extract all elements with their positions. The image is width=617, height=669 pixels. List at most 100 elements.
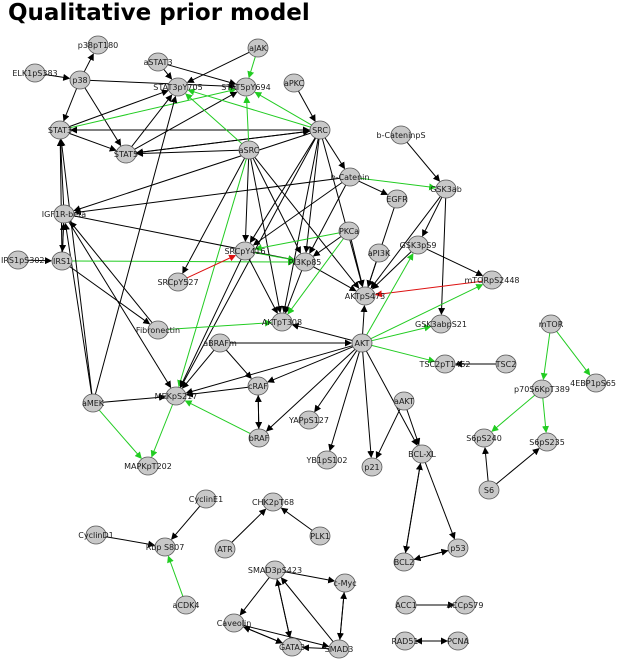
node-SRCpY527: SRCpY527: [157, 272, 199, 292]
edge-mTORpS2448-to-AKTpS473: [374, 280, 483, 298]
node-circle: [137, 456, 159, 476]
edge-mTOR-to-4EBP1pS65: [556, 331, 591, 376]
node-MAPKpT202: MAPKpT202: [124, 456, 172, 476]
node-circle: [283, 73, 305, 93]
node-circle: [435, 179, 457, 199]
edge-Caveolin-to-SMAD3: [243, 624, 330, 649]
node-circle: [24, 63, 46, 83]
node-label: PKCa: [339, 227, 359, 236]
node-circle: [395, 595, 417, 615]
node-circle: [309, 120, 331, 140]
edge-aSRC-to-AKTpT308: [250, 158, 283, 314]
node-SMAD3: SMAD3: [325, 639, 353, 659]
edge-mTOR-to-p70S6KpT389: [540, 332, 551, 381]
node-S6pS240: S6pS240: [466, 428, 502, 448]
node-GSK3ab: GSK3ab: [430, 179, 462, 199]
node-label: IRS1pS302: [1, 256, 45, 265]
node-label: GSK3abpS21: [415, 320, 467, 329]
edge-IRS1-to-STAT3: [56, 139, 64, 253]
node-circle: [69, 70, 91, 90]
edge-SRC-to-SRCpY416: [249, 137, 316, 244]
node-label: STAT5pY694: [221, 83, 270, 92]
node-circle: [115, 144, 137, 164]
node-label: AKTpS473: [345, 292, 385, 301]
node-circle: [223, 613, 245, 633]
node-circle: [334, 573, 356, 593]
edge-MEKpS217-to-MAPKpT202: [150, 404, 174, 458]
node-label: MEKpS217: [155, 392, 198, 401]
node-circle: [393, 552, 415, 572]
node-circle: [264, 560, 286, 580]
edge-aSRC-to-SRCpY527: [182, 157, 246, 274]
node-SRCpY416: SRCpY416: [224, 241, 266, 261]
edge-aMEK-to-IGF1Rbeta: [62, 222, 93, 395]
node-label: ATR: [217, 545, 233, 554]
node-circle: [271, 312, 293, 332]
edge-GSK3ab-to-GSK3pS9: [422, 196, 443, 237]
edge-IRS1-to-PI3Kp85: [71, 258, 295, 266]
edge-AKT-to-TSC2pT1462: [371, 344, 436, 364]
node-label: mTORpS2448: [464, 276, 519, 285]
edge-AKT-to-AKTpT308: [291, 322, 353, 341]
node-label: MAPKpT202: [124, 462, 172, 471]
node-layer: p38pT180ELK1pS383p38aSTAT3aJAKSTAT3pY705…: [1, 35, 616, 659]
node-ELK1pS383: ELK1pS383: [12, 63, 58, 83]
node-label: ACCpS79: [447, 601, 484, 610]
node-label: CyclinE1: [189, 495, 223, 504]
node-ATR: ATR: [214, 539, 236, 559]
edge-GATA3-to-Caveolin: [243, 626, 284, 644]
node-aSRC: aSRC: [238, 140, 260, 160]
edge-SRCpY416-to-MEKpS217: [179, 259, 242, 388]
edge-AKT-to-MEKpS217: [185, 345, 353, 395]
edge-IRS1-to-Fibronectin: [69, 266, 151, 325]
node-label: aBRAFm: [203, 339, 237, 348]
node-label: b-CateninpS: [376, 131, 425, 140]
node-label: AKT: [355, 339, 370, 348]
node-S6: S6: [478, 480, 500, 500]
node-ACC1: ACC1: [395, 595, 417, 615]
node-label: TSC2: [495, 360, 517, 369]
node-circle: [473, 428, 495, 448]
edge-aSRC-to-STAT5pY694: [243, 96, 251, 142]
edge-PKCa-to-AKTpS473: [350, 239, 365, 288]
node-mTOR: mTOR: [539, 314, 564, 334]
edge-aSRC-to-AKTpS473: [254, 156, 360, 289]
edge-AKT-to-YB1pS102: [328, 351, 360, 452]
node-label: p53: [450, 544, 465, 553]
node-aAKT: aAKT: [393, 391, 415, 411]
node-label: 4EBP1pS65: [570, 379, 616, 388]
node-circle: [411, 444, 433, 464]
edge-aSRC-to-PI3Kp85: [252, 157, 301, 254]
edge-aMEK-to-STAT3pY705: [94, 95, 178, 395]
node-YAPpS127: YAPpS127: [288, 410, 329, 430]
node-circle: [209, 333, 231, 353]
node-mTORpS2448: mTORpS2448: [464, 270, 520, 290]
node-aSTAT3: aSTAT3: [143, 52, 173, 72]
node-circle: [430, 314, 452, 334]
node-circle: [147, 320, 169, 340]
node-circle: [495, 354, 517, 374]
node-label: ACC1: [395, 601, 417, 610]
node-label: S6: [484, 486, 494, 495]
edge-PLK1-to-CHK2pT68: [280, 507, 313, 531]
edge-SRC-to-IGF1Rbeta: [73, 132, 311, 213]
edge-AKT-to-bRAF: [265, 349, 356, 432]
node-circle: [51, 251, 73, 271]
edge-aCDK4-to-RbpS807: [167, 555, 184, 597]
node-Fibronectin: Fibronectin: [136, 320, 180, 340]
node-circle: [53, 204, 75, 224]
node-cMyc: c-Myc: [333, 573, 357, 593]
node-PI3Kp85: PI3Kp85: [289, 252, 321, 272]
edge-ATR-to-CHK2pT68: [231, 508, 267, 543]
node-circle: [87, 35, 109, 55]
node-circle: [165, 386, 187, 406]
node-circle: [214, 539, 236, 559]
node-aPKC: aPKC: [283, 73, 305, 93]
node-circle: [434, 354, 456, 374]
node-circle: [175, 595, 197, 615]
edge-bCateninpS-to-GSK3ab: [406, 141, 441, 182]
edge-IRS1pS302-to-IRS1: [27, 257, 52, 265]
edge-AKT-to-p21: [362, 351, 375, 458]
edge-Fibronectin-to-IGF1Rbeta: [69, 221, 153, 324]
edge-aSRC-to-STAT3pY705: [185, 93, 243, 145]
